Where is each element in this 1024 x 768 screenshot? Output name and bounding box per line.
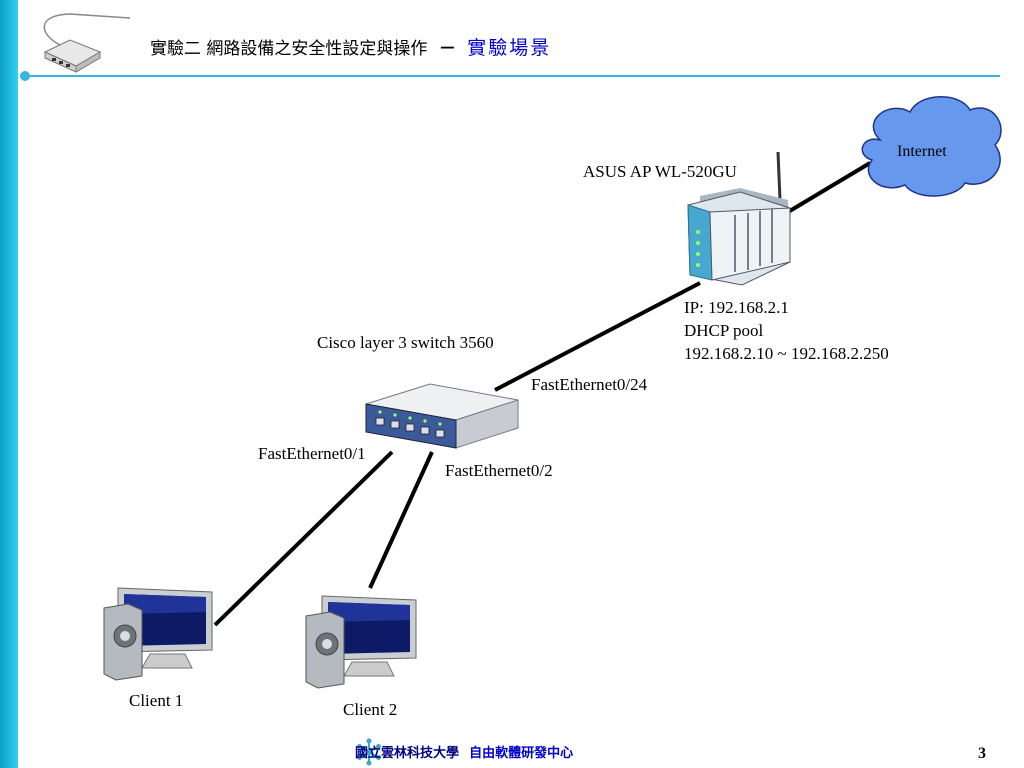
switch-label: Cisco layer 3 switch 3560 bbox=[317, 333, 494, 352]
left-accent-bar bbox=[0, 0, 18, 768]
client1-label: Client 1 bbox=[129, 691, 184, 710]
title-subtitle: 實驗場景 bbox=[467, 37, 552, 59]
link-ap-switch bbox=[494, 281, 701, 392]
title-text: 實驗二 網路設備之安全性設定與操作 bbox=[150, 39, 428, 59]
university-logo-icon bbox=[357, 738, 381, 766]
client2-computer-icon bbox=[305, 595, 417, 689]
footer: 國立雲林科技大學 自由軟體研發中心 bbox=[355, 742, 573, 761]
access-point-label: ASUS AP WL-520GU bbox=[583, 162, 737, 181]
internet-label: Internet bbox=[897, 143, 947, 160]
client1-computer-icon bbox=[103, 587, 213, 681]
client2-label: Client 2 bbox=[343, 700, 398, 719]
switch-icon bbox=[365, 383, 519, 449]
footer-center: 自由軟體研發中心 bbox=[469, 746, 574, 761]
title-separator: － bbox=[438, 39, 456, 59]
link-switch-client1 bbox=[213, 450, 394, 627]
access-point-dhcp-range: 192.168.2.10 ~ 192.168.2.250 bbox=[684, 344, 889, 363]
footer-school: 國立雲林科技大學 bbox=[355, 746, 460, 761]
access-point-dhcp-label: DHCP pool bbox=[684, 321, 764, 340]
access-point-details: IP: 192.168.2.1 DHCP pool 192.168.2.10 ~… bbox=[684, 296, 889, 365]
access-point-ip: IP: 192.168.2.1 bbox=[684, 298, 789, 317]
port-client1-label: FastEthernet0/1 bbox=[258, 444, 366, 463]
page-number: 3 bbox=[978, 745, 986, 762]
link-internet-ap bbox=[776, 161, 872, 220]
access-point-icon bbox=[687, 151, 791, 286]
port-client2-label: FastEthernet0/2 bbox=[445, 461, 553, 480]
internet-cloud-icon bbox=[861, 96, 1002, 197]
header-divider bbox=[20, 75, 1000, 77]
link-switch-client2 bbox=[368, 451, 434, 589]
header-hub-logo-icon bbox=[43, 13, 131, 73]
port-uplink-label: FastEthernet0/24 bbox=[531, 375, 648, 394]
page-title: 實驗二 網路設備之安全性設定與操作 － 實驗場景 bbox=[150, 33, 551, 60]
header-divider-dot bbox=[20, 71, 30, 81]
